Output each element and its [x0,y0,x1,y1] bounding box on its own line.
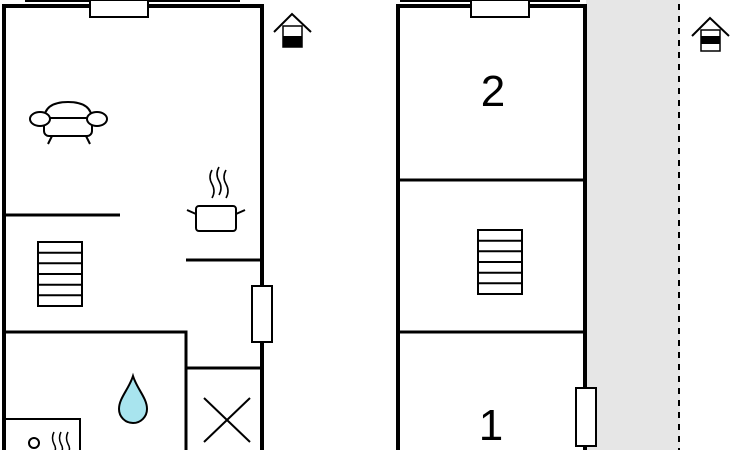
staircase-icon [477,229,523,295]
right-floor-plan [396,0,597,450]
window-top [89,0,149,18]
window-top [470,0,530,18]
closet-cross [203,397,251,443]
terrace-area [586,0,680,450]
room-number-1: 1 [479,401,503,450]
house-entrance-icon [273,12,312,48]
water-drop-icon [117,372,149,424]
stove-icon [4,418,81,450]
door [575,387,597,447]
left-floor-plan [2,0,273,450]
door [251,285,273,343]
interior-wall [4,330,188,450]
house-entrance-icon [691,16,730,52]
cooking-pot-icon [186,166,246,232]
staircase-icon [37,241,83,307]
sofa-icon [29,100,108,145]
room-number-2: 2 [481,67,505,116]
